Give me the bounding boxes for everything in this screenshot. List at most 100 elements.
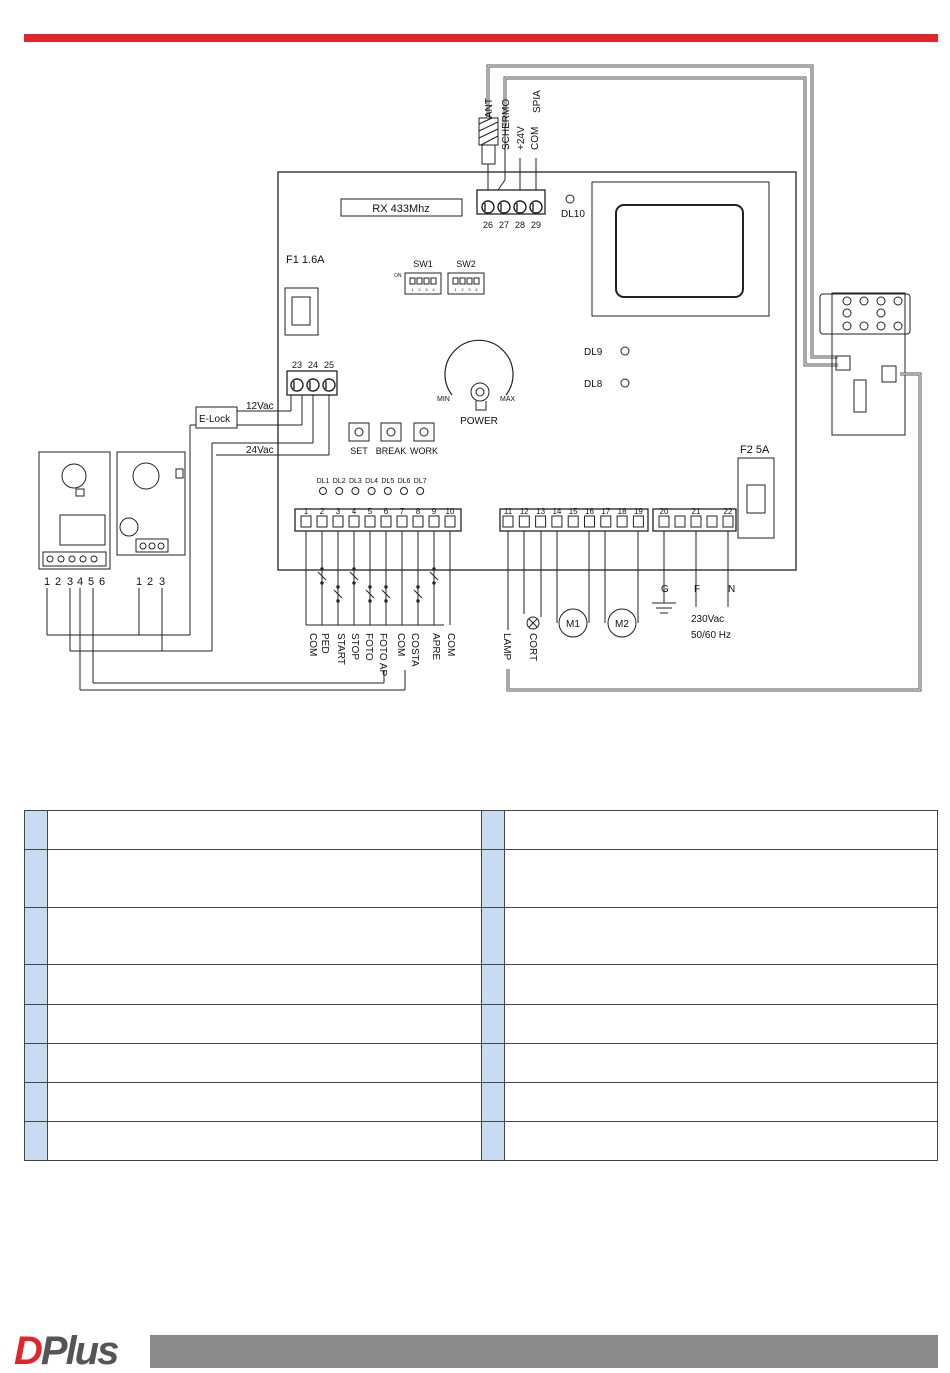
terminal-block-inputs — [294, 508, 462, 532]
dip-sw2 — [447, 272, 485, 295]
power-label: POWER — [460, 416, 498, 427]
terminal-number-12: 12 — [520, 507, 529, 516]
dl9-label: DL9 — [584, 347, 603, 358]
legend-index-cell — [480, 1042, 505, 1083]
input-label-com3: COM — [445, 633, 456, 656]
terminal-number-17: 17 — [601, 507, 610, 516]
m1-label: M1 — [566, 619, 580, 630]
terminal-number-23: 23 — [292, 360, 302, 370]
photo-tx-number: 4 — [77, 576, 83, 588]
legend-text-cell — [503, 849, 938, 908]
terminal-square — [690, 515, 702, 528]
legend-index-cell — [24, 809, 48, 851]
photo-rx-number: 2 — [147, 576, 153, 588]
terminal-number-26: 26 — [483, 220, 493, 230]
dip-number: 1 — [454, 287, 457, 292]
legend-text-cell — [47, 1120, 482, 1162]
terminal-square — [380, 515, 392, 528]
led-dl2 — [335, 487, 344, 495]
legend-index-cell — [480, 1120, 505, 1162]
fuse-f2 — [737, 457, 775, 539]
terminal-number-3: 3 — [336, 507, 341, 516]
dplus-logo: DPlus — [14, 1329, 119, 1373]
screw-terminal — [497, 200, 511, 214]
legend-text-cell — [503, 1003, 938, 1044]
legend-index-cell — [480, 1003, 505, 1044]
photo-rx-number: 3 — [159, 576, 165, 588]
input-label-stop: STOP — [349, 633, 360, 660]
sw2-label: SW2 — [456, 259, 476, 269]
terminal-number-22: 22 — [724, 507, 733, 516]
transformer-inner — [615, 204, 744, 298]
schermo-label: SCHERMO — [501, 99, 512, 150]
m2-label: M2 — [615, 619, 629, 630]
spia-label: SPIA — [532, 90, 543, 113]
legend-row — [24, 1120, 938, 1162]
courtesy-lamp — [526, 616, 540, 630]
terminal-square — [428, 515, 440, 528]
terminal-square — [396, 515, 408, 528]
terminal-number-5: 5 — [368, 507, 373, 516]
work-button — [413, 422, 435, 442]
legend-text-cell — [503, 1081, 938, 1122]
work-label: WORK — [410, 446, 438, 456]
terminal-number-7: 7 — [400, 507, 405, 516]
led-dl1 — [319, 487, 327, 495]
dip-number: 4 — [475, 287, 478, 292]
screw-terminal — [481, 200, 495, 214]
terminal-number-15: 15 — [569, 507, 578, 516]
led-dl10 — [565, 194, 575, 204]
screw-terminal — [290, 378, 304, 392]
dl10-label: DL10 — [561, 209, 585, 220]
legend-text-cell — [47, 906, 482, 966]
input-label-apre: APRE — [430, 633, 441, 661]
header-rule — [24, 34, 938, 42]
terminal-square — [616, 515, 628, 528]
input-label-foto-ap: FOTO AP — [377, 633, 388, 676]
led-label-dl6: DL6 — [398, 478, 411, 485]
legend-index-cell — [480, 964, 505, 1005]
legend-text-cell — [47, 809, 482, 851]
legend-row — [24, 1042, 938, 1083]
terminal-number-19: 19 — [634, 507, 643, 516]
legend-text-cell — [503, 964, 938, 1005]
n-label: N — [728, 584, 735, 595]
terminal-square — [502, 515, 514, 528]
led-label-dl3: DL3 — [349, 478, 362, 485]
footer-bar — [150, 1335, 938, 1368]
terminal-number-8: 8 — [416, 507, 421, 516]
terminal-number-16: 16 — [585, 507, 594, 516]
terminal-number-20: 20 — [660, 507, 669, 516]
terminal-square — [706, 515, 718, 528]
legend-text-cell — [47, 1081, 482, 1122]
dl8-label: DL8 — [584, 379, 603, 390]
dip-number: 4 — [432, 287, 435, 292]
terminal-number-18: 18 — [618, 507, 627, 516]
legend-text-cell — [47, 1003, 482, 1044]
input-label-com2: COM — [395, 633, 406, 656]
legend-row — [24, 1003, 938, 1044]
f-label: F — [694, 584, 700, 595]
motor-m2 — [607, 608, 637, 638]
legend-text-cell — [503, 1042, 938, 1083]
legend-text-cell — [47, 849, 482, 908]
photo-tx-number: 3 — [67, 576, 73, 588]
legend-text-cell — [47, 1042, 482, 1083]
terminal-square — [632, 515, 644, 528]
break-button — [380, 422, 402, 442]
dip-number: 1 — [411, 287, 414, 292]
terminal-number-1: 1 — [304, 507, 309, 516]
receiver-module — [340, 198, 463, 217]
led-dl8 — [620, 378, 630, 388]
terminal-square — [316, 515, 328, 528]
set-button — [348, 422, 370, 442]
input-label-com: COM — [307, 633, 318, 656]
legend-index-cell — [24, 1042, 48, 1083]
terminal-square — [518, 515, 530, 528]
legend-index-cell — [24, 964, 48, 1005]
sw1-label: SW1 — [413, 259, 433, 269]
legend-index-cell — [480, 849, 505, 908]
photocell-receiver — [116, 451, 186, 556]
dip-number: 3 — [425, 287, 428, 292]
photo-tx-number: 6 — [99, 576, 105, 588]
